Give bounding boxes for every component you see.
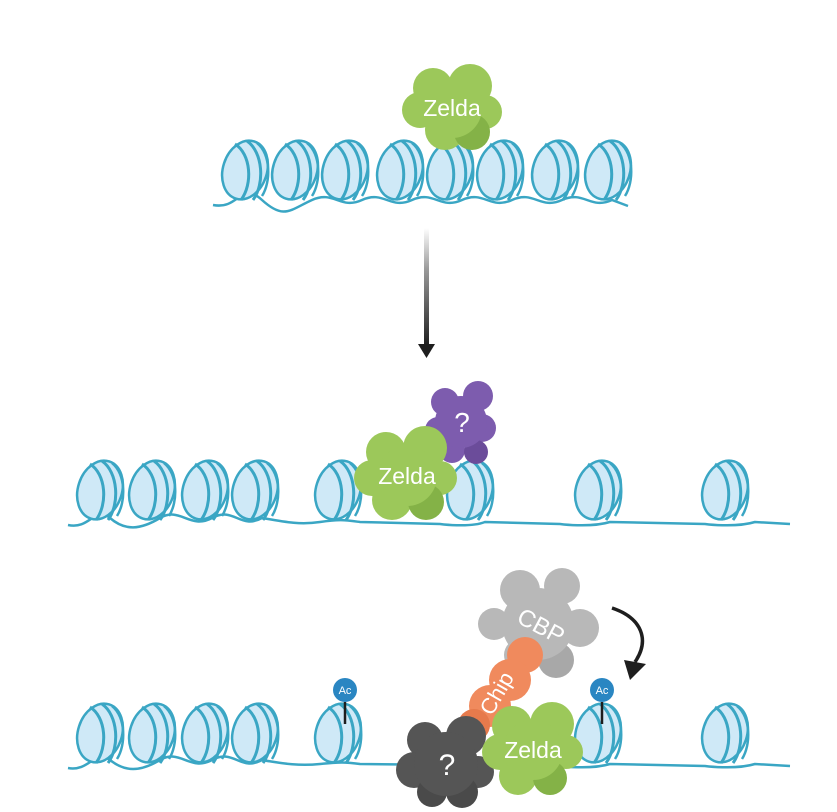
nucleosome xyxy=(68,696,132,770)
ac-label: Ac xyxy=(339,685,352,697)
nucleosome xyxy=(693,696,757,770)
transition-arrow xyxy=(418,228,435,358)
nucleosome xyxy=(223,453,287,527)
unknown-factor-label: ? xyxy=(439,749,456,782)
nucleosome xyxy=(576,133,640,207)
acetyl-mark-right: Ac xyxy=(590,678,614,724)
dna-strand xyxy=(212,191,629,213)
nucleosome xyxy=(523,133,587,207)
zelda-label: Zelda xyxy=(378,463,436,489)
panel-2-zelda-opens-chromatin: ? Zelda xyxy=(67,381,791,529)
nucleosome xyxy=(213,133,277,207)
ac-label: Ac xyxy=(596,685,609,697)
unknown-factor-label: ? xyxy=(454,407,470,438)
unknown-factor-gray: ? xyxy=(396,716,494,808)
nucleosome xyxy=(693,453,757,527)
panel-3-cbp-acetylation: Ac Ac CBP Chip xyxy=(67,568,791,808)
nucleosome xyxy=(263,133,327,207)
nucleosome xyxy=(368,133,432,207)
zelda-label: Zelda xyxy=(504,737,562,763)
acetyl-mark-left: Ac xyxy=(333,678,357,724)
panel-1-closed-chromatin: Zelda xyxy=(212,64,640,213)
acetylation-arrow xyxy=(611,606,646,680)
nucleosome xyxy=(313,133,377,207)
unknown-factor-purple: ? xyxy=(425,381,496,464)
zelda-protein: Zelda xyxy=(482,702,583,795)
zelda-label: Zelda xyxy=(423,95,481,121)
nucleosome xyxy=(68,453,132,527)
nucleosome xyxy=(566,453,630,527)
zelda-protein: Zelda xyxy=(402,64,502,150)
nucleosome xyxy=(306,696,370,770)
dna-strand xyxy=(67,512,791,529)
zelda-protein: Zelda xyxy=(354,426,457,520)
